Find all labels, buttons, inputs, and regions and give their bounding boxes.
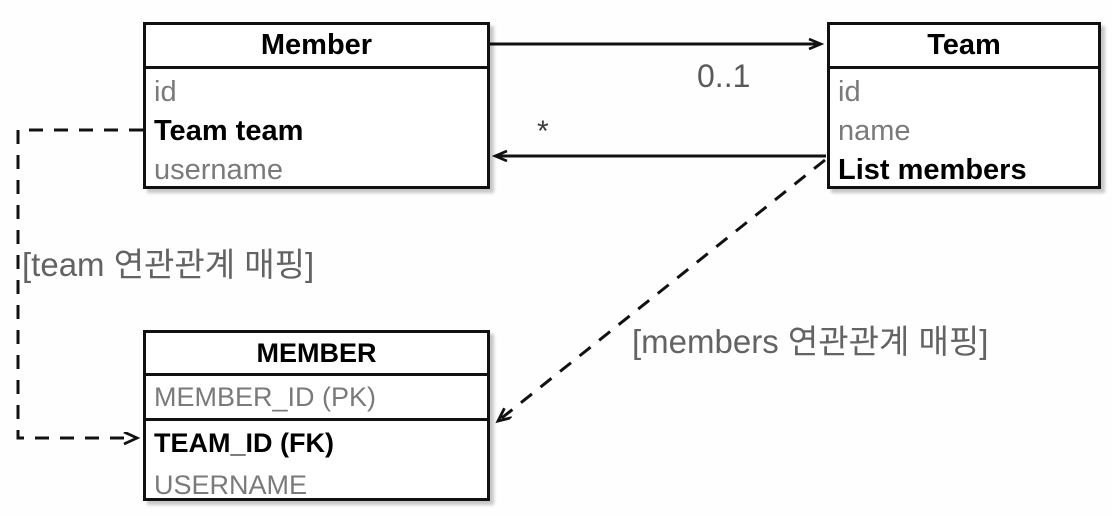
- attribute-team-id: id: [838, 76, 861, 108]
- table-box-member[interactable]: MEMBER MEMBER_ID (PK) TEAM_ID (FK) USERN…: [143, 330, 490, 501]
- class-attributes-team: id name List members: [830, 66, 1098, 189]
- column-member-id-pk: MEMBER_ID (PK): [154, 382, 377, 412]
- edge-members-mapping: [498, 158, 826, 421]
- attribute-team-members: List members: [838, 154, 1027, 186]
- column-team-id-fk: TEAM_ID (FK): [154, 428, 334, 458]
- class-title-team: Team: [927, 29, 1001, 61]
- table-title-member: MEMBER: [256, 337, 377, 368]
- annotation-members-mapping: [members 연관관계 매핑]: [632, 323, 989, 360]
- attribute-member-username: username: [154, 154, 283, 186]
- multiplicity-label-team-to-member: *: [537, 115, 549, 148]
- edge-team-mapping: [16, 128, 143, 438]
- attribute-member-team: Team team: [154, 115, 304, 147]
- class-attributes-member: id Team team username: [146, 66, 487, 189]
- table-columns-section: TEAM_ID (FK) USERNAME: [146, 418, 487, 501]
- class-title-member: Member: [260, 29, 373, 61]
- table-primary-key-section: MEMBER_ID (PK): [146, 373, 487, 418]
- multiplicity-label-member-to-team: 0..1: [697, 58, 751, 94]
- class-box-member[interactable]: Member id Team team username: [143, 22, 490, 189]
- attribute-member-id: id: [154, 76, 177, 108]
- attribute-team-name: name: [838, 115, 911, 147]
- annotation-team-mapping: [team 연관관계 매핑]: [22, 246, 315, 283]
- column-username: USERNAME: [154, 470, 308, 500]
- class-box-team[interactable]: Team id name List members: [827, 22, 1101, 189]
